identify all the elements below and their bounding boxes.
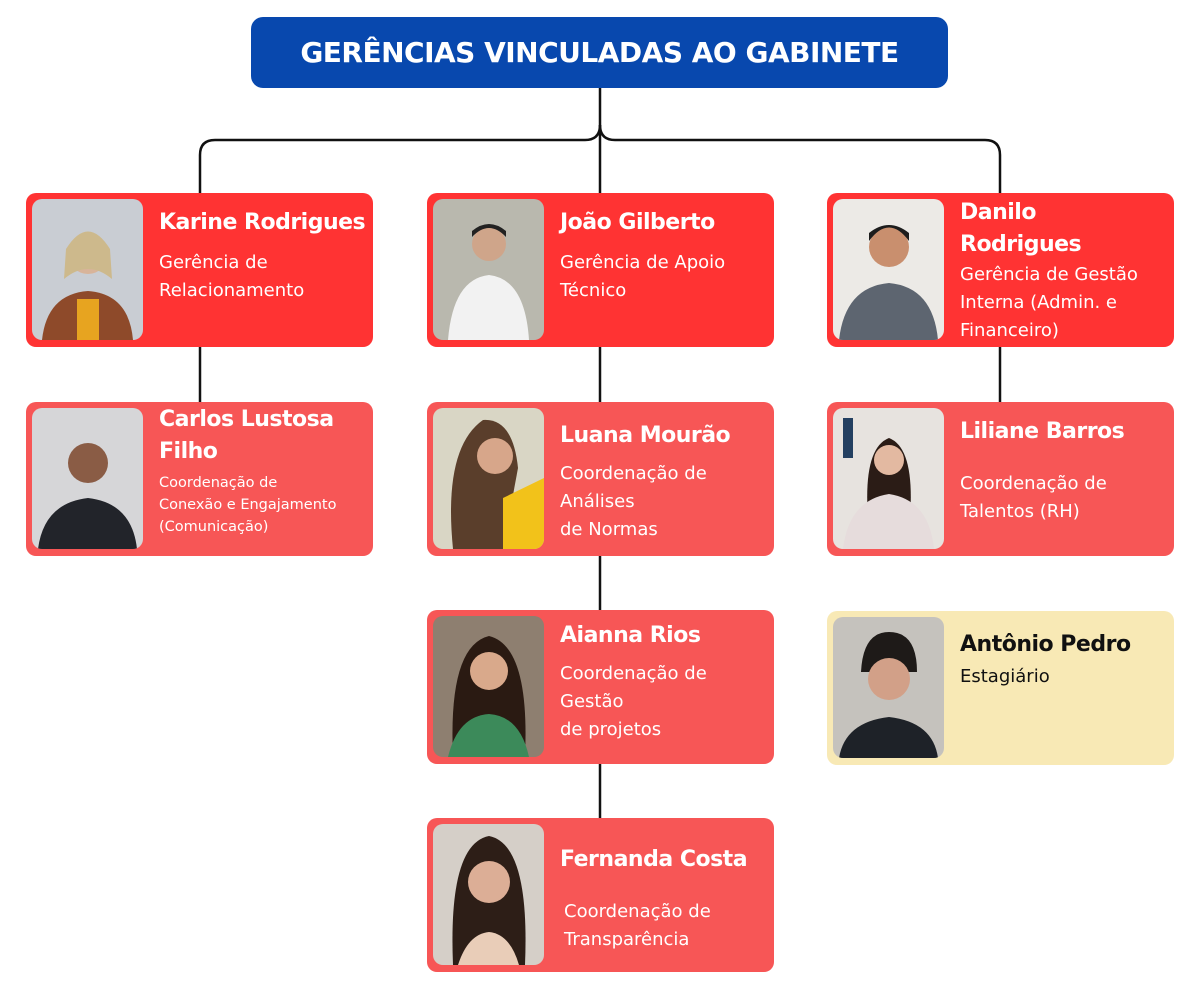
chart-title: GERÊNCIAS VINCULADAS AO GABINETE — [251, 17, 948, 88]
person-name: Danilo Rodrigues — [960, 200, 1082, 257]
person-photo — [32, 408, 143, 549]
person-role: Gerência de Apoio Técnico — [560, 252, 726, 301]
person-photo — [833, 408, 944, 549]
person-name: Carlos Lustosa Filho — [159, 407, 334, 464]
person-name: João Gilberto — [560, 210, 715, 235]
person-photo — [833, 199, 944, 340]
person-photo — [833, 617, 944, 758]
person-name: Liliane Barros — [960, 419, 1125, 444]
person-role: Coordenação de Conexão e Engajamento (Co… — [159, 475, 337, 535]
person-name: Luana Mourão — [560, 423, 731, 448]
person-role: Gerência de Relacionamento — [159, 252, 305, 301]
person-role: Coordenação de Talentos (RH) — [960, 473, 1107, 522]
person-photo — [433, 408, 544, 549]
person-photo — [433, 824, 544, 965]
person-name: Karine Rodrigues — [159, 210, 366, 235]
person-name: Fernanda Costa — [560, 847, 748, 872]
person-name: Aianna Rios — [560, 623, 701, 648]
person-role: Estagiário — [960, 666, 1050, 687]
person-role: Coordenação de Gestão de projetos — [560, 663, 707, 740]
person-role: Coordenação de Transparência — [564, 901, 711, 950]
person-role: Coordenação de Análises de Normas — [560, 463, 707, 540]
person-photo — [433, 616, 544, 757]
person-photo — [32, 199, 143, 340]
person-name: Antônio Pedro — [960, 632, 1131, 657]
person-role: Gerência de Gestão Interna (Admin. e Fin… — [960, 264, 1138, 341]
person-photo — [433, 199, 544, 340]
